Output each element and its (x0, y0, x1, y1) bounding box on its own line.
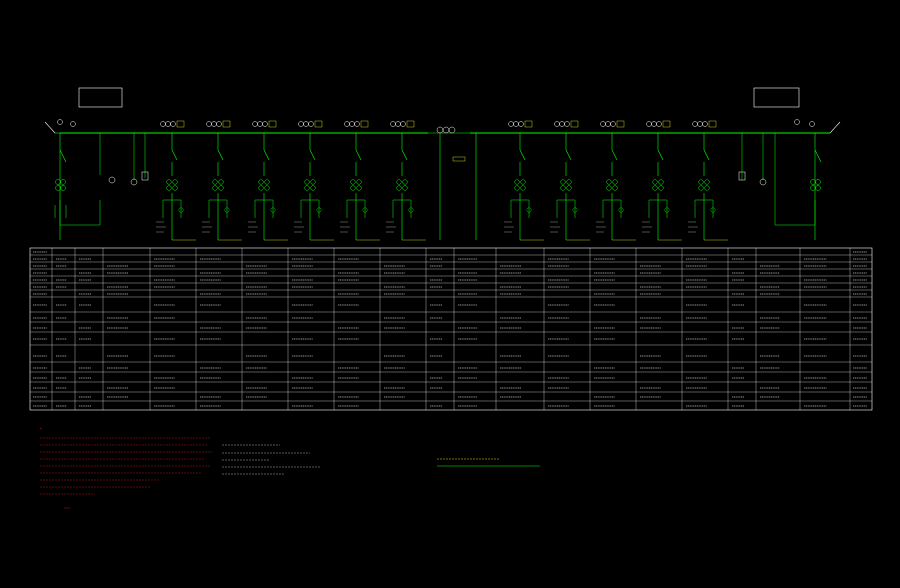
notes-red-heading: * (40, 427, 42, 431)
incoming-left-label-box (78, 87, 123, 108)
incoming-right-cubicle (738, 119, 841, 240)
table-frame (29, 247, 873, 411)
incoming-right-label-box (753, 87, 800, 108)
feeder-cubicle (340, 120, 380, 241)
incoming-left-cubicle (44, 119, 149, 240)
feeder-cubicle (550, 120, 590, 241)
feeder-cubicle (248, 120, 288, 241)
feeder-cubicle (642, 120, 682, 241)
drawing-title (437, 458, 540, 467)
notes-red-block: * (40, 427, 212, 509)
feeder-cubicle (596, 120, 636, 241)
feeder-cubicle (386, 120, 426, 241)
feeder-cubicle (504, 120, 544, 241)
feeder-cubicle (202, 120, 242, 241)
notes-white-block (222, 444, 320, 475)
feeder-group-section-2 (504, 120, 728, 241)
feeder-cubicle (156, 120, 196, 241)
equipment-schedule-table (29, 247, 873, 411)
feeder-cubicle (688, 120, 728, 241)
feeder-group-section-1 (156, 120, 426, 241)
bus-tie-breaker (428, 126, 477, 240)
feeder-cubicle (294, 120, 334, 241)
